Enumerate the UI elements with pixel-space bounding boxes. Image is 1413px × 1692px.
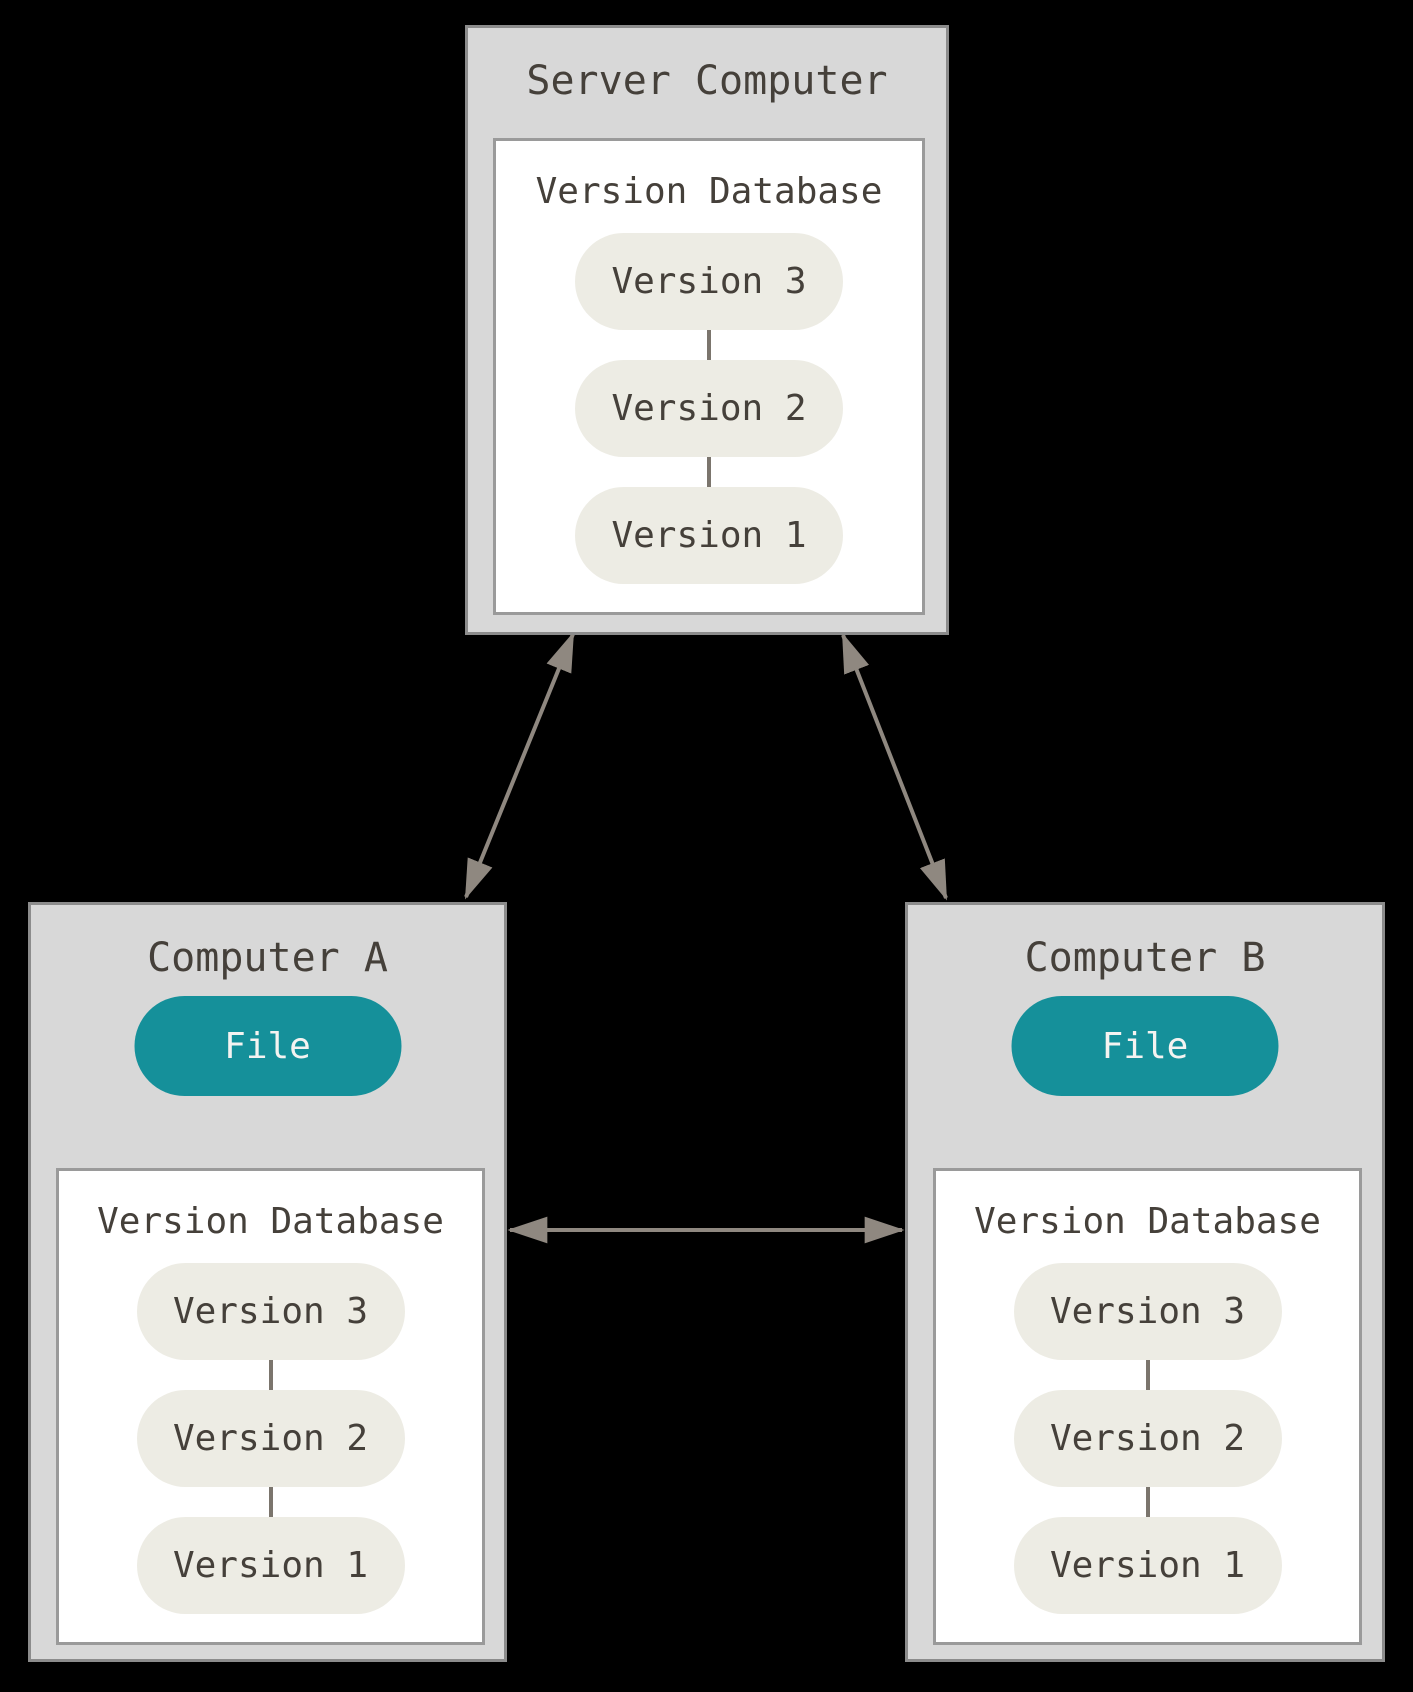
version-connector-line [707, 457, 711, 487]
version-pill: Version 2 [575, 360, 843, 457]
version-connector-line [1145, 1360, 1150, 1390]
version-pill: Version 3 [575, 233, 843, 330]
server-computer-title: Server Computer [526, 58, 888, 104]
arrow-server-computer-a [464, 631, 575, 900]
server-computer-box: Server Computer Version Database Version… [465, 25, 949, 635]
server-version-database-panel: Version Database Version 3 Version 2 Ver… [493, 138, 925, 615]
computer-b-version-stack: Version 3 Version 2 Version 1 [936, 1263, 1359, 1614]
server-version-stack: Version 3 Version 2 Version 1 [496, 233, 922, 584]
computer-b-version-database-panel: Version Database Version 3 Version 2 Ver… [933, 1168, 1362, 1645]
computer-a-version-database-title: Version Database [97, 1201, 444, 1242]
computer-b-version-database-title: Version Database [974, 1201, 1321, 1242]
version-pill: Version 3 [136, 1263, 405, 1360]
version-pill: Version 3 [1013, 1263, 1282, 1360]
version-connector-line [707, 330, 711, 360]
computer-a-version-database-panel: Version Database Version 3 Version 2 Ver… [56, 1168, 485, 1645]
version-connector-line [1145, 1487, 1150, 1517]
version-connector-line [268, 1487, 273, 1517]
version-pill: Version 2 [1013, 1390, 1282, 1487]
file-pill: File [134, 996, 401, 1096]
version-connector-line [268, 1360, 273, 1390]
computer-b-title: Computer B [1024, 935, 1266, 981]
version-pill: Version 1 [136, 1517, 405, 1614]
computer-a-title: Computer A [147, 935, 388, 981]
computer-b-box: Computer B File Version Database Version… [905, 902, 1385, 1662]
server-version-database-title: Version Database [535, 171, 883, 212]
version-pill: Version 2 [136, 1390, 405, 1487]
computer-a-version-stack: Version 3 Version 2 Version 1 [59, 1263, 482, 1614]
arrow-server-computer-b [841, 632, 948, 901]
version-pill: Version 1 [575, 487, 843, 584]
version-pill: Version 1 [1013, 1517, 1282, 1614]
computer-a-box: Computer A File Version Database Version… [28, 902, 507, 1662]
file-pill: File [1011, 996, 1279, 1096]
